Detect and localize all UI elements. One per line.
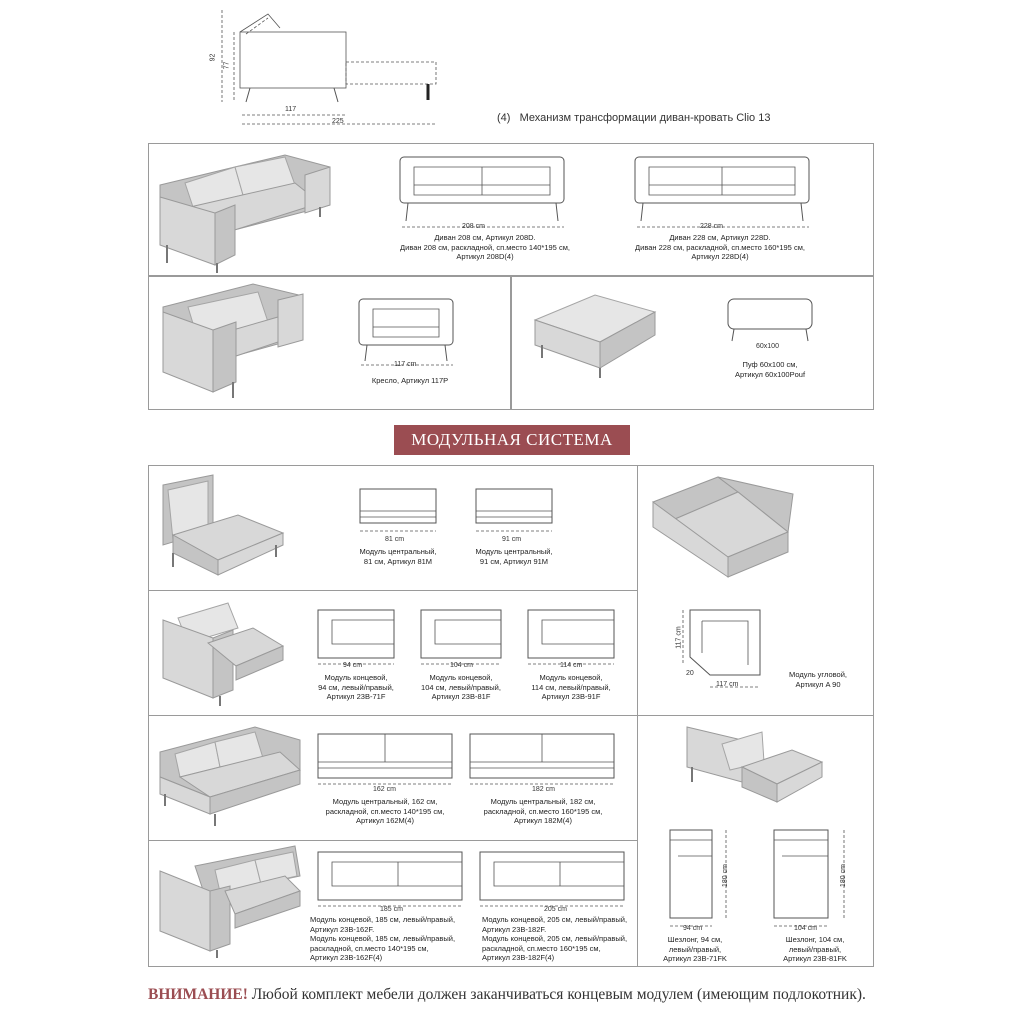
sofa-208-caption: Диван 208 см, Артикул 208D. Диван 208 см… (400, 233, 570, 261)
end-94-dim: 94 cm (343, 662, 363, 669)
central-182-drawing (469, 733, 615, 785)
sofa-208-dim: 208 cm (462, 223, 485, 230)
chaise-94-dim-w: 94 cm (683, 925, 703, 932)
end-104-dim: 104 cm (450, 662, 473, 669)
chaise-104-dim-h: 180 cm (839, 864, 847, 887)
sofa-photo (159, 154, 331, 273)
corner-dim-diag: 20 (686, 670, 694, 677)
end-185-caption: Модуль концевой, 185 см, левый/правый, А… (310, 915, 456, 962)
corner-module-photo (652, 476, 794, 578)
end-94-caption: Модуль концевой, 94 см, левый/правый, Ар… (318, 673, 394, 701)
end-114-drawing (527, 609, 615, 665)
central-sofa-module-photo (159, 726, 301, 826)
armchair-photo (162, 283, 304, 398)
dim-77: 77 (223, 61, 231, 70)
central-162-drawing (317, 733, 453, 785)
sofa-228-caption: Диван 228 см, Артикул 228D. Диван 228 см… (635, 233, 805, 261)
chaise-94-caption: Шезлонг, 94 см, левый/правый, Артикул 23… (663, 935, 727, 963)
grid-row1-divider (148, 590, 637, 591)
end-205-dim: 205 cm (544, 906, 567, 913)
mechanism-number: (4) (497, 112, 511, 124)
chaise-104-dim-w: 104 cm (794, 925, 817, 932)
chaise-94-drawing (669, 829, 727, 927)
dim-92: 92 (209, 53, 217, 62)
corner-module-drawing (682, 609, 761, 688)
end-104-caption: Модуль концевой, 104 см, левый/правый, А… (421, 673, 501, 701)
mechanism-text: Механизм трансформации диван-кровать Cli… (519, 112, 771, 124)
corner-dim-bottom: 117 cm (716, 681, 739, 688)
warning-line: ВНИМАНИЕ! Любой комплект мебели должен з… (148, 986, 888, 1004)
chaise-104-caption: Шезлонг, 104 см, левый/правый, Артикул 2… (783, 935, 847, 963)
end-114-dim: 114 cm (560, 662, 583, 669)
central-162-dim: 162 cm (373, 786, 396, 793)
end-185-dim: 185 cm (380, 906, 403, 913)
corner-dim-side: 117 cm (675, 626, 683, 649)
end-185-drawing (317, 851, 463, 907)
module-81-caption: Модуль центральный, 81 см, Артикул 81M (359, 547, 437, 566)
chaise-94-dim-h: 180 cm (721, 864, 729, 887)
end-sofa-module-photo (159, 845, 301, 958)
module-91-dim: 91 cm (502, 536, 522, 543)
warning-text: Любой комплект мебели должен заканчивать… (247, 986, 866, 1003)
armchair-drawing (358, 298, 454, 366)
central-182-dim: 182 cm (532, 786, 555, 793)
grid-row3-divider (148, 840, 637, 841)
end-module-photo (162, 602, 285, 706)
pouf-drawing (727, 298, 813, 342)
pouf-dim: 60x100 (756, 343, 779, 350)
pouf-panel (511, 276, 874, 410)
sofa-228-drawing (634, 156, 810, 228)
central-182-caption: Модуль центральный, 182 см, раскладной, … (483, 797, 603, 825)
module-81-dim: 81 cm (385, 536, 405, 543)
sofa-228-dim: 228 cm (700, 223, 723, 230)
modules-grid (148, 465, 874, 967)
grid-divider-v (637, 465, 638, 967)
chaise-104-drawing (773, 829, 845, 927)
end-205-drawing (479, 851, 625, 907)
end-205-caption: Модуль концевой, 205 см, левый/правый, А… (482, 915, 628, 962)
sofa-208-drawing (399, 156, 565, 228)
module-81-drawing (359, 488, 437, 532)
modular-system-banner: МОДУЛЬНАЯ СИСТЕМА (394, 425, 630, 455)
mechanism-title: (4) Механизм трансформации диван-кровать… (497, 112, 770, 124)
module-91-caption: Модуль центральный, 91 см, Артикул 91M (475, 547, 553, 566)
armchair-caption: Кресло, Артикул 117P (371, 376, 449, 385)
dim-225: 225 (332, 118, 344, 125)
armchair-panel (148, 276, 511, 410)
central-162-caption: Модуль центральный, 162 см, раскладной, … (325, 797, 445, 825)
corner-caption: Модуль угловой, Артикул A 90 (789, 670, 847, 689)
sofas-panel (148, 143, 874, 276)
dim-117: 117 (285, 106, 297, 113)
mechanism-diagram (221, 10, 437, 125)
armchair-dim: 117 cm (394, 361, 417, 368)
end-114-caption: Модуль концевой, 114 см, левый/правый, А… (531, 673, 611, 701)
end-104-drawing (420, 609, 502, 665)
central-module-photo (162, 474, 285, 576)
pouf-caption: Пуф 60x100 см, Артикул 60x100Pouf (734, 360, 806, 379)
chaise-photo (686, 726, 824, 803)
pouf-photo (533, 294, 657, 378)
module-91-drawing (475, 488, 553, 532)
warning-title: ВНИМАНИЕ! (148, 986, 248, 1003)
end-94-drawing (317, 609, 395, 665)
grid-row2-divider (148, 715, 874, 716)
